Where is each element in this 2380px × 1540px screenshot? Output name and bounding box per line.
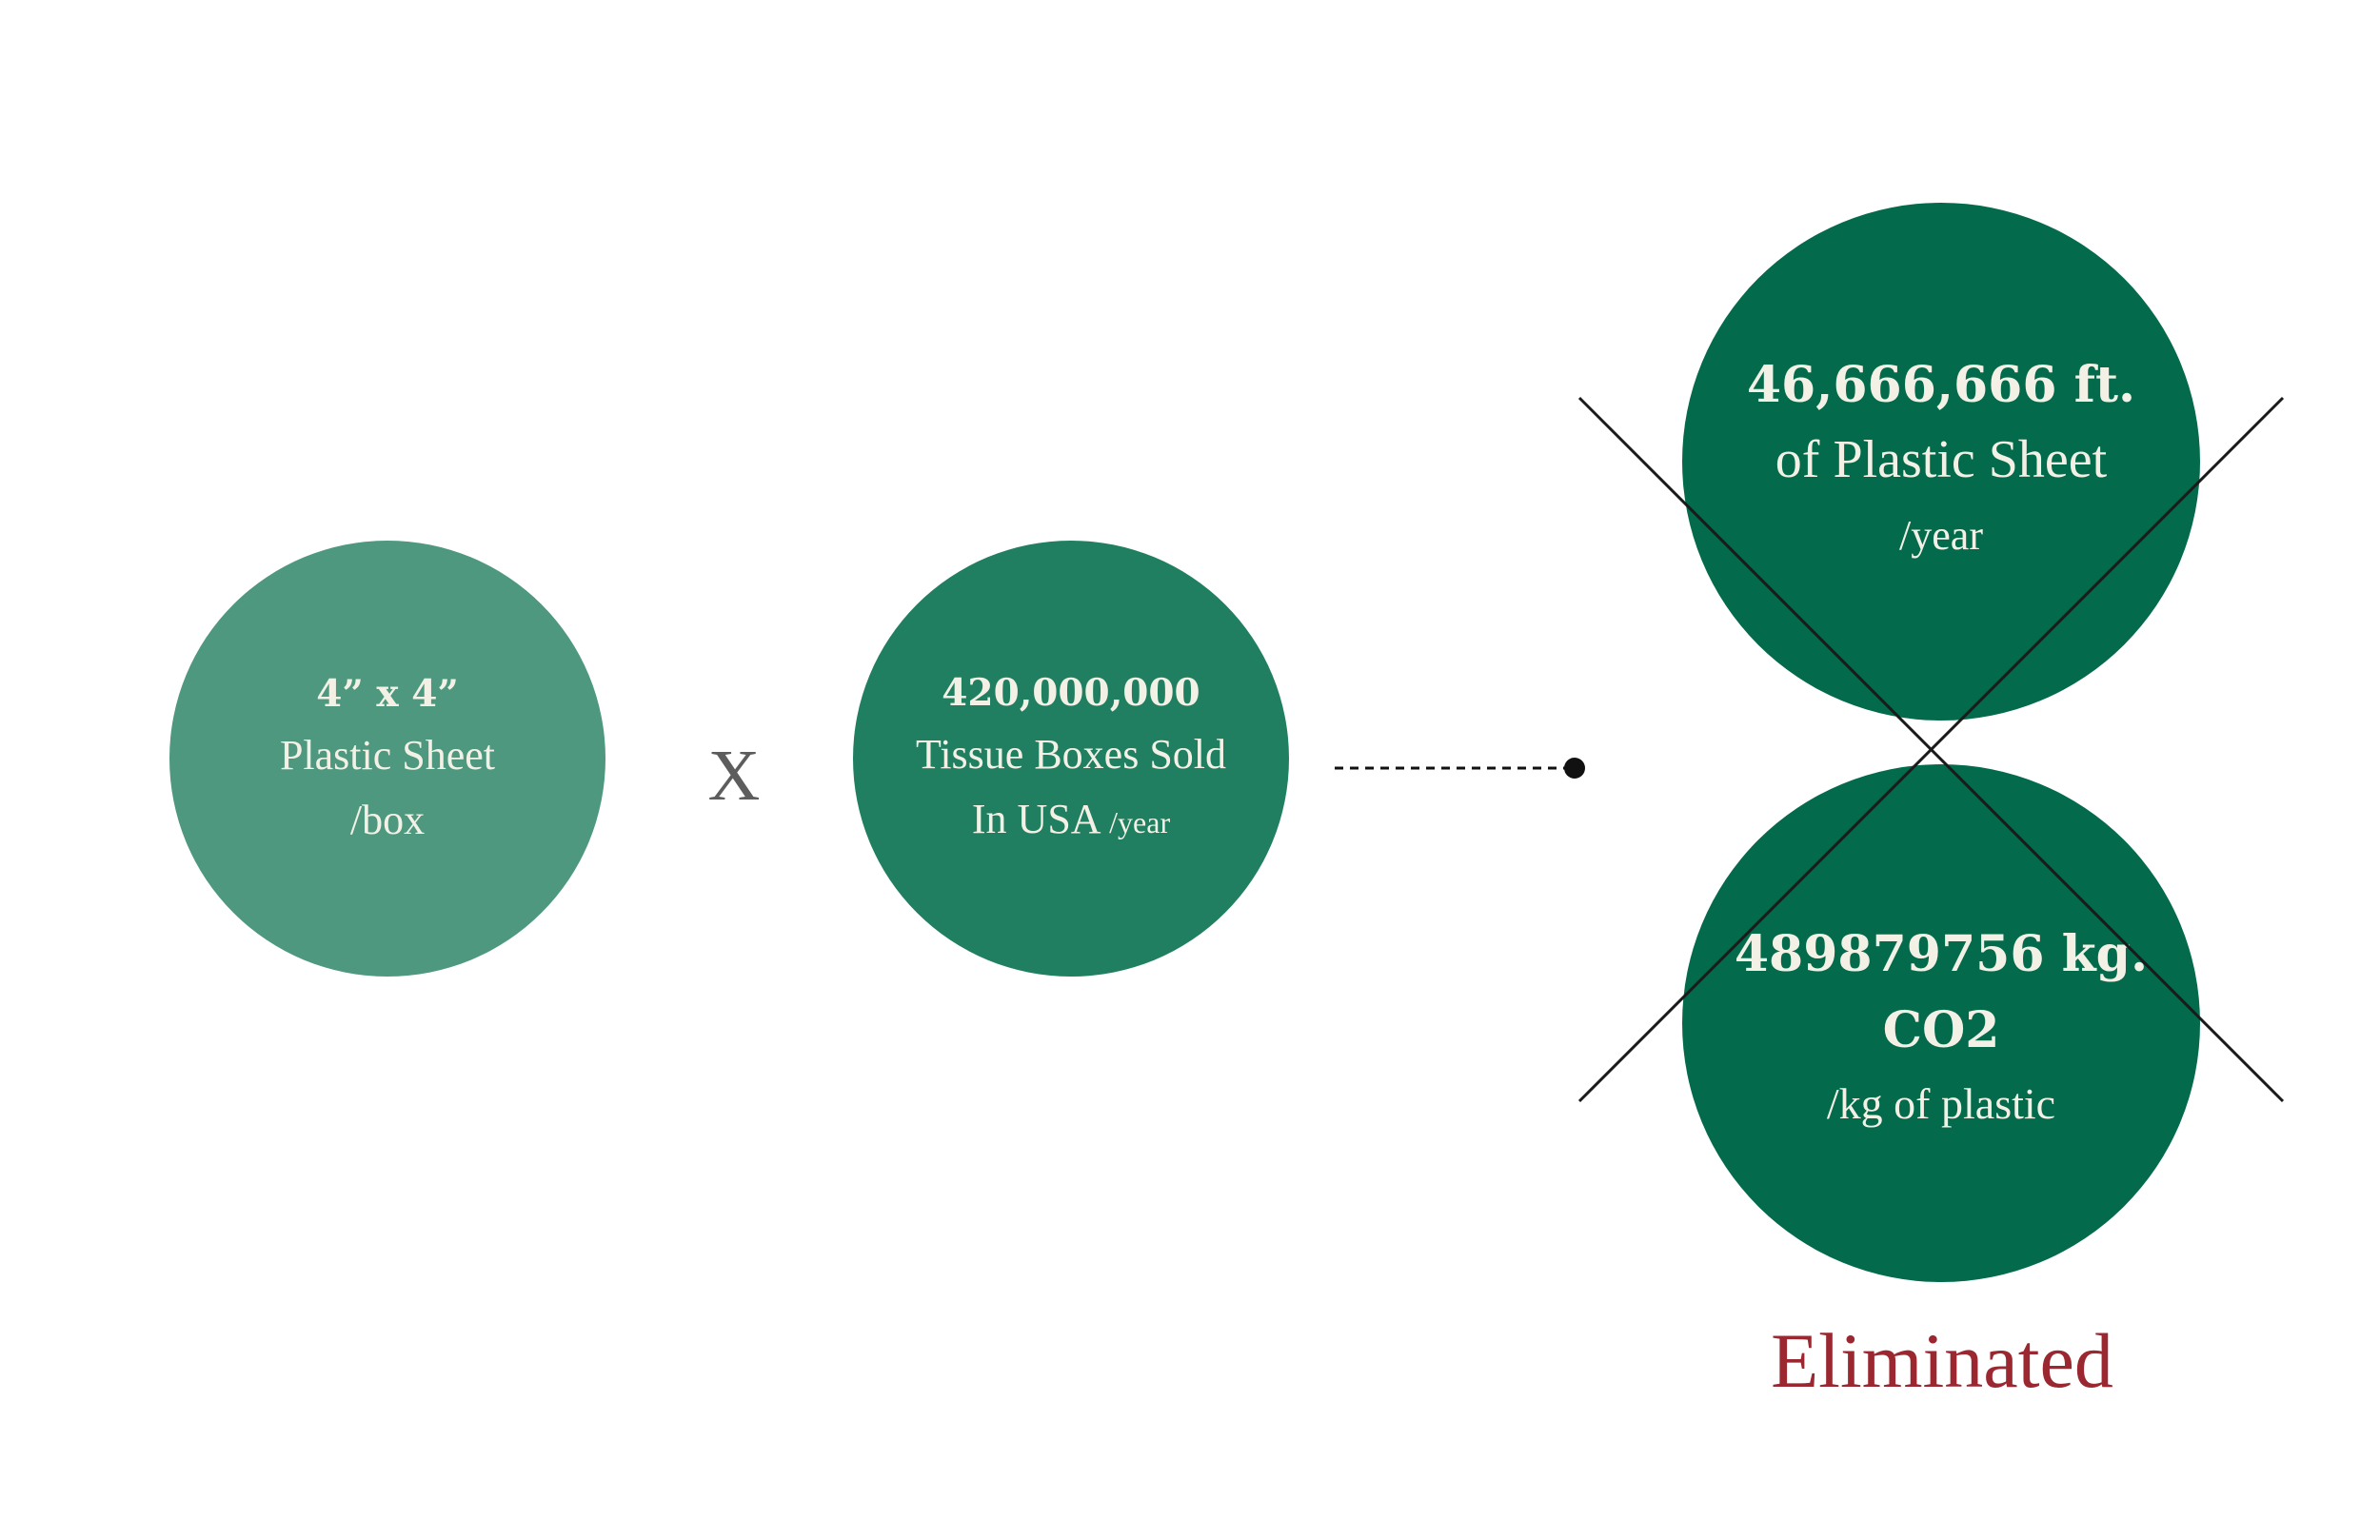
plastic-total-unit: /year xyxy=(1899,512,1983,559)
tissue-boxes-circle: 420,000,000 Tissue Boxes Sold In USA /ye… xyxy=(853,541,1289,977)
plastic-sheet-size-circle: 4” x 4” Plastic Sheet /box xyxy=(169,541,605,977)
arrow-endpoint-dot xyxy=(1564,758,1585,779)
boxes-sold-region-text: In USA xyxy=(971,795,1100,842)
co2-total-value: 489879756 kg. CO2 xyxy=(1734,925,2149,1059)
multiply-operator: X xyxy=(707,736,761,816)
plastic-total-label: of Plastic Sheet xyxy=(1775,430,2108,489)
co2-total-unit: /kg of plastic xyxy=(1826,1079,2056,1128)
co2-total-circle: 489879756 kg. CO2 /kg of plastic xyxy=(1682,764,2200,1282)
sheet-size-label: Plastic Sheet xyxy=(279,732,496,779)
sheet-size-unit: /box xyxy=(349,797,426,843)
plastic-total-value: 46,666,666 ft. xyxy=(1746,356,2136,414)
plastic-total-circle: 46,666,666 ft. of Plastic Sheet /year xyxy=(1682,203,2200,721)
boxes-sold-region: In USA /year xyxy=(972,787,1170,855)
boxes-sold-unit: /year xyxy=(1109,804,1171,839)
eliminated-label: Eliminated xyxy=(1771,1317,2113,1404)
sheet-size-value: 4” x 4” xyxy=(316,672,459,716)
boxes-sold-label: Tissue Boxes Sold xyxy=(915,730,1227,778)
boxes-sold-value: 420,000,000 xyxy=(942,670,1200,715)
